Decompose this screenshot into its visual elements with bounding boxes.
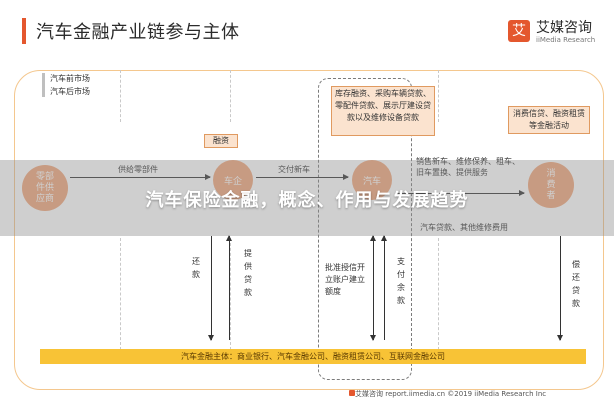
dealer-node: 汽车 bbox=[352, 160, 392, 200]
sales-services-label: 销售新车、维修保养、租车、旧车置换、提供服务 bbox=[416, 157, 520, 177]
legend-after-market: 汽车后市场 bbox=[50, 87, 90, 96]
separator-line bbox=[120, 238, 121, 350]
separator-line bbox=[120, 70, 121, 122]
repay-left-label: 还款 bbox=[192, 257, 200, 279]
repay-right-arrow bbox=[557, 236, 563, 341]
consumer-loans-box: 消费信贷、融资租赁等金融活动 bbox=[508, 106, 590, 134]
repay-left-arrow bbox=[208, 236, 214, 341]
pay-balance-label: 支付余款 bbox=[397, 257, 405, 305]
logo-name: 艾媒咨询 bbox=[536, 20, 592, 36]
deliver-new-car-arrow bbox=[256, 174, 349, 180]
pay-balance-arrow bbox=[381, 235, 387, 340]
logo-icon: 艾 bbox=[508, 20, 530, 42]
footer-source: 艾媒咨询 report.iimedia.cn ©2019 iiMedia Res… bbox=[355, 390, 547, 398]
logo-subtitle: iiMedia Research bbox=[536, 36, 596, 44]
legend-front-market: 汽车前市场 bbox=[50, 74, 90, 83]
consumer-label: 消费者 bbox=[546, 168, 556, 201]
dealer-dashed-frame bbox=[318, 78, 412, 380]
title-accent-bar bbox=[22, 18, 26, 44]
parts-supplier-node: 零部件供应商 bbox=[22, 165, 68, 211]
provide-loan-arrow bbox=[226, 235, 232, 340]
separator-line bbox=[438, 238, 439, 350]
deliver-new-car-label: 交付新车 bbox=[278, 165, 310, 174]
separator-line bbox=[230, 238, 231, 350]
sales-arrow bbox=[396, 190, 525, 196]
parts-supplier-label: 零部件供应商 bbox=[35, 171, 54, 204]
supply-parts-label: 供给零部件 bbox=[118, 165, 158, 174]
manufacturer-label: 车企 bbox=[223, 176, 242, 187]
page-title: 汽车金融产业链参与主体 bbox=[36, 22, 240, 43]
footer-logo-icon bbox=[349, 390, 355, 396]
manufacturer-node: 车企 bbox=[213, 160, 253, 200]
credit-arrow bbox=[370, 235, 376, 341]
provide-loan-label: 提供贷款 bbox=[244, 249, 252, 297]
supply-parts-arrow bbox=[70, 174, 211, 180]
vehicle-loan-label: 汽车贷款、其他维修费用 bbox=[420, 223, 508, 232]
industry-chain-frame bbox=[14, 70, 604, 390]
legend-marker bbox=[42, 73, 45, 97]
main-participants-bar: 汽车金融主体：商业银行、汽车金融公司、融资租赁公司、互联网金融公司 bbox=[40, 349, 586, 364]
separator-line bbox=[230, 70, 231, 122]
financing-tag: 融资 bbox=[204, 134, 238, 148]
banner-title: 汽车保险金融，概念、作用与发展趋势 bbox=[145, 190, 469, 211]
dealer-label: 汽车 bbox=[362, 176, 381, 187]
consumer-node: 消费者 bbox=[528, 162, 574, 208]
repay-right-label: 偿还贷款 bbox=[572, 260, 580, 308]
dealer-loans-box: 库存融资、采购车辆贷款、零配件贷款、展示厅建设贷款以及维修设备贷款 bbox=[331, 86, 435, 136]
separator-line bbox=[438, 70, 439, 122]
overlay-banner bbox=[0, 160, 614, 236]
approve-credit-label: 批准授信开立账户建立额度 bbox=[325, 263, 365, 296]
